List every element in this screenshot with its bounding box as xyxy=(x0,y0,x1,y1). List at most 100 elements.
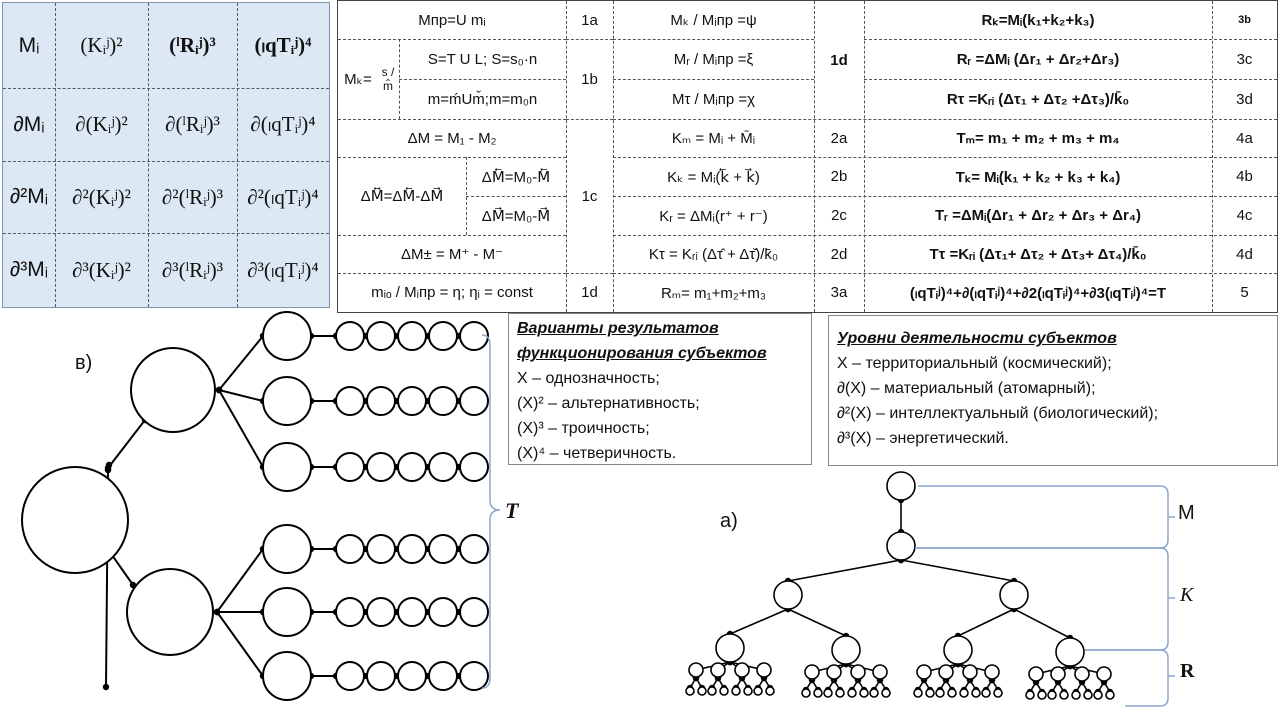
tree-node xyxy=(731,686,741,696)
formula-cell: Rₘ= m₁+m₂+m₃ xyxy=(660,284,767,302)
bracket-mkr xyxy=(915,485,1175,707)
tree-node xyxy=(459,597,489,627)
matrix-cell: ∂(ˡRᵢʲ)³ xyxy=(165,112,220,136)
tree-node xyxy=(1047,690,1057,700)
tree-node xyxy=(697,686,707,696)
legend-item: ∂³(X) – энергетический. xyxy=(837,430,1009,447)
tree-edge xyxy=(729,608,789,635)
matrix-cell: ∂(ₗqTᵢʲ)⁴ xyxy=(250,112,316,136)
legend-item: X – однозначность; xyxy=(517,370,660,387)
matrix-cell: ∂²(ˡRᵢʲ)³ xyxy=(161,184,224,209)
tree-node xyxy=(719,686,729,696)
tree-node xyxy=(847,688,857,698)
tree-node xyxy=(428,386,458,416)
formula-cell: Mₖ= xyxy=(344,71,372,88)
tree-node xyxy=(459,452,489,482)
tree-node xyxy=(773,580,803,610)
tree-node xyxy=(850,664,866,680)
tree-node xyxy=(753,686,763,696)
formula-id: 1b xyxy=(581,70,598,88)
legend-variants-title: Варианты результатов xyxy=(517,320,719,337)
tree-node xyxy=(916,664,932,680)
tree-node xyxy=(397,597,427,627)
matrix-cell: (Kᵢʲ)² xyxy=(80,33,123,57)
tree-node xyxy=(1083,690,1093,700)
tree-node xyxy=(262,524,312,574)
legend-item: X – территориальный (космический); xyxy=(837,355,1112,372)
tree-node xyxy=(813,688,823,698)
tree-node xyxy=(859,688,869,698)
tree-node xyxy=(756,662,772,678)
legend-variants-title: функционирования субъектов xyxy=(517,345,767,362)
tree-node xyxy=(831,635,861,665)
tree-node xyxy=(872,664,888,680)
tree-joint xyxy=(213,608,221,616)
diagram-a-label: а) xyxy=(720,510,738,532)
formula-cell: ΔM⃖=M₀-M⃖ xyxy=(481,168,551,186)
tree-node xyxy=(459,386,489,416)
bracket-label-r: R xyxy=(1180,660,1195,682)
tree-node xyxy=(126,568,214,656)
tree-node xyxy=(428,597,458,627)
tree-node xyxy=(335,452,365,482)
symbol-matrix: Mᵢ (Kᵢʲ)² (ˡRᵢʲ)³ (ₗqTᵢʲ)⁴ ∂Mᵢ ∂(Kᵢʲ)² ∂… xyxy=(2,2,330,308)
tree-node xyxy=(397,321,427,351)
formula-cell: mᵢₒ / Mᵢпр = η; ηᵢ = const xyxy=(371,284,533,301)
tree-node xyxy=(366,597,396,627)
formula-cell: Tₘ= m₁ + m₂ + m₃ + m₄ xyxy=(956,130,1120,147)
tree-node xyxy=(366,321,396,351)
formula-cell: Kₖ = Mᵢ(k⃖ + k⃗) xyxy=(667,168,760,186)
tree-node xyxy=(993,688,1003,698)
tree-node xyxy=(397,452,427,482)
tree-node xyxy=(1028,666,1044,682)
legend-levels-title: Уровни деятельности субъектов xyxy=(837,330,1117,347)
formula-id: 3b xyxy=(1238,14,1251,26)
tree-node xyxy=(459,321,489,351)
tree-node xyxy=(734,662,750,678)
tree-node xyxy=(262,311,312,361)
tree-node xyxy=(886,531,916,561)
tree-node xyxy=(765,686,775,696)
formula-id: 3a xyxy=(830,284,848,301)
bracket-label-k: K xyxy=(1180,584,1194,606)
tree-node xyxy=(938,664,954,680)
formula-cell: ΔM = M₁ - M₂ xyxy=(407,129,497,147)
tree-node xyxy=(1093,690,1103,700)
tree-joint xyxy=(215,386,223,394)
formula-cell: Rᵣ =ΔMᵢ (Δr₁ + Δr₂+Δr₃) xyxy=(956,50,1120,68)
tree-node xyxy=(397,534,427,564)
tree-node xyxy=(947,688,957,698)
tree-node xyxy=(1055,637,1085,667)
tree-node xyxy=(397,386,427,416)
tree-node xyxy=(707,686,717,696)
tree-node xyxy=(335,661,365,691)
formula-cell: s / m̂ xyxy=(381,65,395,93)
formula-id: 2d xyxy=(830,245,848,263)
tree-a xyxy=(685,471,1115,700)
formula-id: 4a xyxy=(1236,129,1253,147)
tree-node xyxy=(366,534,396,564)
tree-node xyxy=(1037,690,1047,700)
tree-node xyxy=(366,661,396,691)
tree-node xyxy=(743,686,753,696)
formula-id: 1c xyxy=(581,187,598,205)
matrix-cell: ∂²(Kᵢʲ)² xyxy=(72,184,131,209)
bracket-label-t: T xyxy=(505,498,519,523)
tree-node xyxy=(801,688,811,698)
matrix-cell: ∂Mᵢ xyxy=(13,112,45,136)
formula-cell: Rₖ=Mᵢ(k₁+k₂+k₃) xyxy=(981,12,1095,29)
legend-levels: Уровни деятельности субъектов X – террит… xyxy=(828,315,1278,466)
formula-id: 5 xyxy=(1240,284,1249,301)
tree-node xyxy=(1059,690,1069,700)
tree-node xyxy=(335,386,365,416)
tree-edge xyxy=(900,559,1015,582)
formula-cell: Mᵣ / Mᵢпр =ξ xyxy=(673,50,754,68)
formula-id: 3d xyxy=(1236,90,1253,108)
tree-node xyxy=(262,651,312,701)
matrix-cell: ∂²(ₗqTᵢʲ)⁴ xyxy=(247,184,319,209)
formula-id: 1d xyxy=(830,51,848,69)
bracket-t xyxy=(481,334,501,689)
formula-cell: ΔM± = M⁺ - M⁻ xyxy=(401,246,503,263)
legend-item: (X)² – альтернативность; xyxy=(517,395,700,412)
tree-node xyxy=(459,534,489,564)
